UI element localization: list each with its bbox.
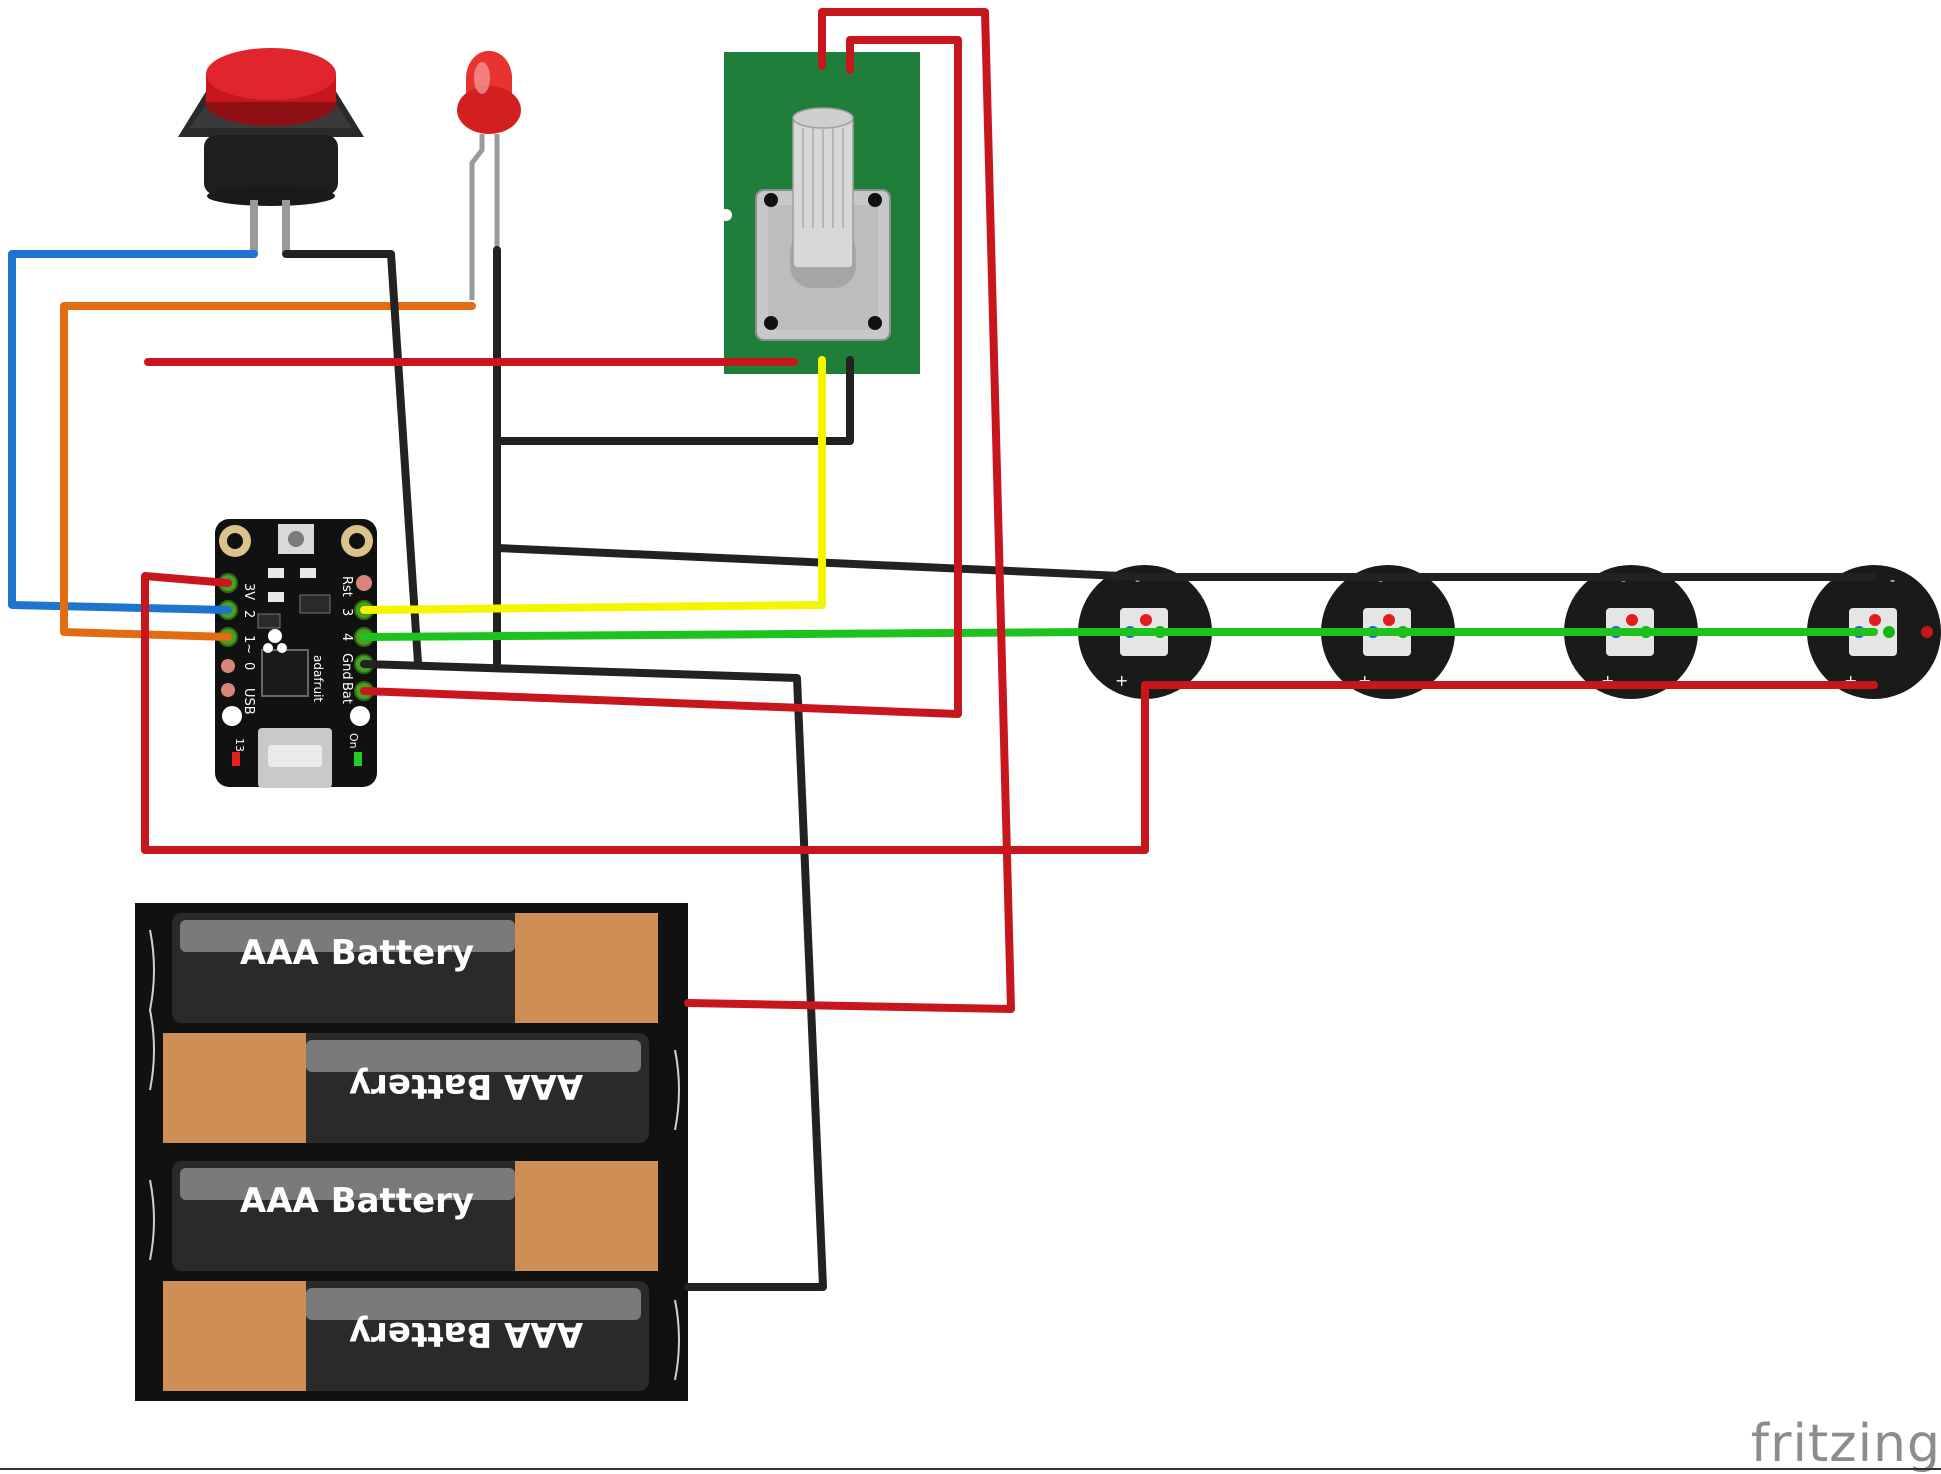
push-button	[178, 48, 364, 252]
wire-red-trinket-3v	[141, 572, 1878, 854]
battery-3: AAA Battery	[172, 1161, 658, 1271]
wire-black-button	[282, 250, 422, 667]
battery-1: AAA Battery	[172, 913, 658, 1023]
pin-label-bat: Bat	[339, 682, 354, 704]
battery-4: AAA Battery	[163, 1281, 649, 1391]
pin-label-2: 2	[241, 610, 256, 618]
pin-label-rst: Rst	[339, 576, 354, 597]
battery-label-3: AAA Battery	[240, 1181, 474, 1221]
battery-2: AAA Battery	[163, 1033, 649, 1143]
pin-label-0: 0	[241, 662, 256, 670]
neopixel-plus-label: +	[1115, 671, 1128, 690]
board-title: Trinket M0	[260, 502, 333, 518]
trinket-m0: Trinket M0 3V 2 1~ 0 USB Rst 3 4 Gnd Bat…	[215, 502, 377, 788]
pin-label-13: 13	[233, 738, 246, 752]
wire-red-battery	[684, 8, 1015, 1013]
battery-label-1: AAA Battery	[240, 933, 474, 973]
battery-pack: AAA Battery AAA Battery AAA Battery AAA …	[135, 903, 688, 1401]
wire-green	[360, 628, 1878, 641]
battery-label-4: AAA Battery	[349, 1314, 583, 1354]
rotary-encoder	[720, 52, 920, 374]
board-brand: adafruit	[311, 655, 325, 702]
pin-label-usb: USB	[241, 688, 256, 715]
wire-black-pixels	[493, 544, 1878, 581]
battery-label-2: AAA Battery	[349, 1066, 583, 1106]
wires	[8, 8, 1878, 1291]
pin-label-1: 1~	[241, 635, 256, 654]
svg-text:-: -	[1890, 573, 1895, 589]
wire-red-bat	[360, 36, 962, 718]
red-led	[457, 50, 521, 300]
wire-blue	[8, 250, 258, 614]
pin-label-gnd: Gnd	[339, 653, 354, 680]
bottom-border	[0, 1468, 1941, 1470]
neopixel-minus-label: -	[1135, 573, 1140, 589]
pin-label-3: 3	[339, 608, 354, 616]
fritzing-watermark: fritzing	[1750, 1414, 1941, 1474]
wire-yellow	[360, 356, 826, 614]
wire-black-encoder	[493, 356, 854, 445]
pin-label-4: 4	[339, 633, 354, 641]
pin-label-on: On	[347, 733, 360, 749]
wire-black-battery	[360, 660, 827, 1291]
pin-label-3v: 3V	[241, 583, 256, 600]
